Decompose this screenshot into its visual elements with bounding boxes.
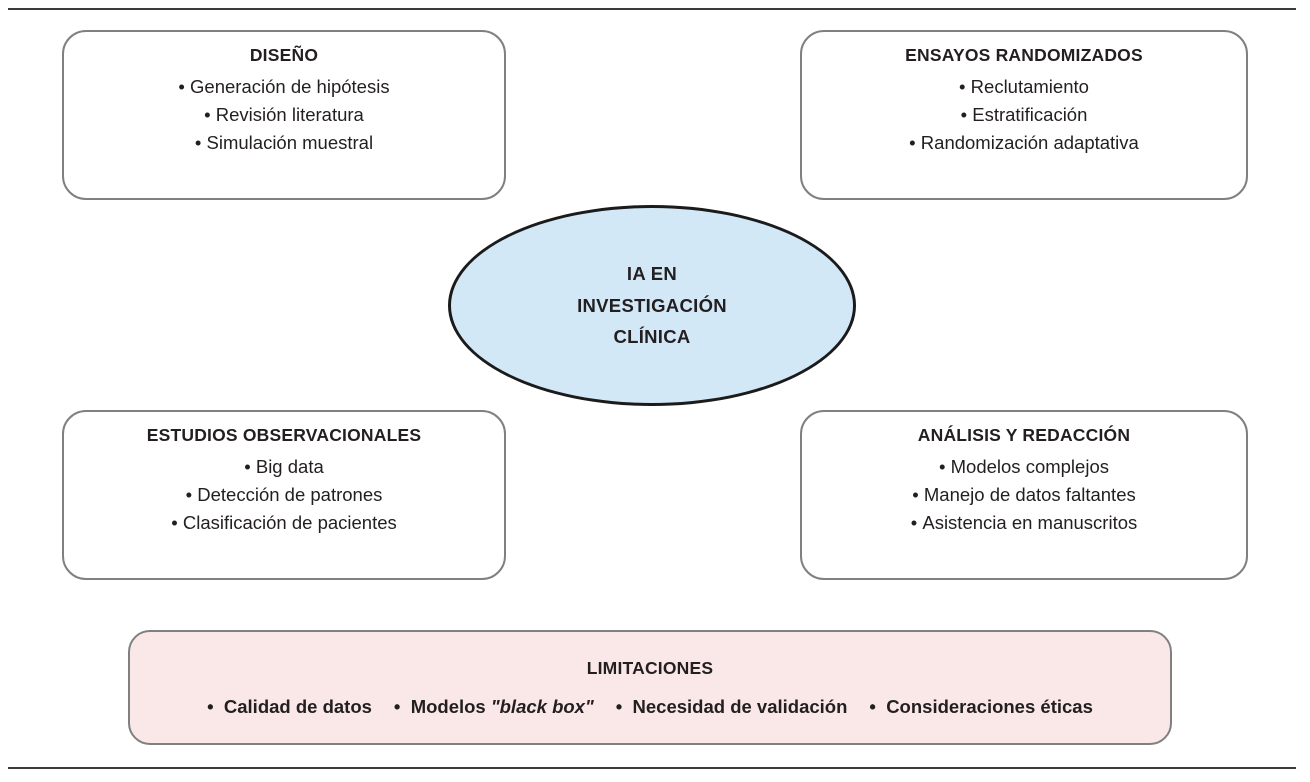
- limitation-text: Necesidad de validación: [632, 695, 848, 717]
- list-item: Revisión literatura: [64, 101, 504, 129]
- list-item: Estratificación: [802, 101, 1246, 129]
- limitation-item-2: Modelos "black box": [394, 696, 594, 718]
- quadrant-title-analisis-y-redaccion: ANÁLISIS Y REDACCIÓN: [917, 425, 1131, 445]
- list-item: Clasificación de pacientes: [64, 509, 504, 537]
- top-divider-rule: [8, 8, 1296, 10]
- list-item: Asistencia en manuscritos: [802, 509, 1246, 537]
- list-item: Modelos complejos: [802, 453, 1246, 481]
- quadrant-list-ensayos-randomizados: Reclutamiento Estratificación Randomizac…: [802, 73, 1246, 157]
- quadrant-list-diseno: Generación de hipótesis Revisión literat…: [64, 73, 504, 157]
- list-item: Big data: [64, 453, 504, 481]
- list-item: Simulación muestral: [64, 129, 504, 157]
- quadrant-box-diseno: DISEÑO Generación de hipótesis Revisión …: [62, 30, 506, 200]
- quadrant-title-ensayos-randomizados: ENSAYOS RANDOMIZADOS: [905, 45, 1143, 65]
- list-item: Generación de hipótesis: [64, 73, 504, 101]
- quadrant-title-estudios-observacionales: ESTUDIOS OBSERVACIONALES: [146, 425, 422, 445]
- center-ellipse-ia-investigacion-clinica: IA EN INVESTIGACIÓN CLÍNICA: [448, 205, 856, 406]
- list-item: Reclutamiento: [802, 73, 1246, 101]
- quadrant-title-diseno: DISEÑO: [249, 45, 319, 65]
- limitation-text: Calidad de datos: [223, 695, 372, 717]
- limitations-box: LIMITACIONES Calidad de datos Modelos "b…: [128, 630, 1172, 745]
- quadrant-list-analisis-y-redaccion: Modelos complejos Manejo de datos faltan…: [802, 453, 1246, 537]
- limitation-text: Modelos: [410, 695, 491, 717]
- center-label-line-3: CLÍNICA: [613, 326, 691, 348]
- limitation-item-1: Calidad de datos: [207, 696, 372, 718]
- list-item: Randomización adaptativa: [802, 129, 1246, 157]
- limitation-emphasis: "black box": [490, 695, 594, 717]
- quadrant-box-ensayos-randomizados: ENSAYOS RANDOMIZADOS Reclutamiento Estra…: [800, 30, 1248, 200]
- center-label-line-2: INVESTIGACIÓN: [577, 294, 727, 316]
- limitation-text: Consideraciones éticas: [886, 695, 1093, 717]
- limitation-item-3: Necesidad de validación: [616, 696, 848, 718]
- center-label-line-1: IA EN: [626, 262, 678, 284]
- limitations-title: LIMITACIONES: [586, 657, 714, 678]
- quadrant-box-estudios-observacionales: ESTUDIOS OBSERVACIONALES Big data Detecc…: [62, 410, 506, 580]
- limitations-items: Calidad de datos Modelos "black box" Nec…: [207, 696, 1093, 718]
- bottom-divider-rule: [8, 767, 1296, 769]
- quadrant-list-estudios-observacionales: Big data Detección de patrones Clasifica…: [64, 453, 504, 537]
- list-item: Manejo de datos faltantes: [802, 481, 1246, 509]
- limitation-item-4: Consideraciones éticas: [869, 695, 1093, 718]
- list-item: Detección de patrones: [64, 481, 504, 509]
- quadrant-box-analisis-y-redaccion: ANÁLISIS Y REDACCIÓN Modelos complejos M…: [800, 410, 1248, 580]
